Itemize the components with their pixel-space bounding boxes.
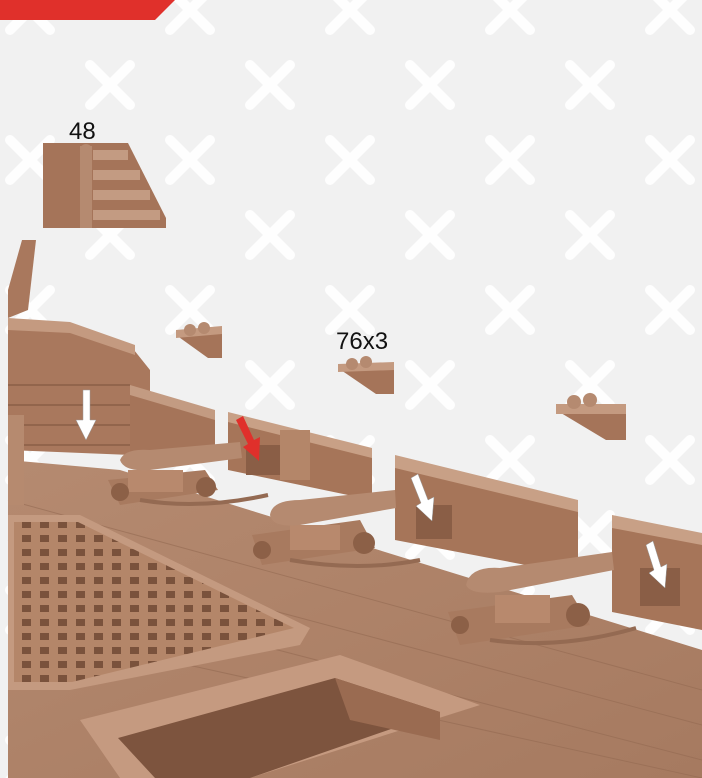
red-badge [0, 0, 175, 20]
stairs-part-label: 48 [69, 118, 96, 146]
cannon-block-label: 76x3 [336, 328, 388, 356]
